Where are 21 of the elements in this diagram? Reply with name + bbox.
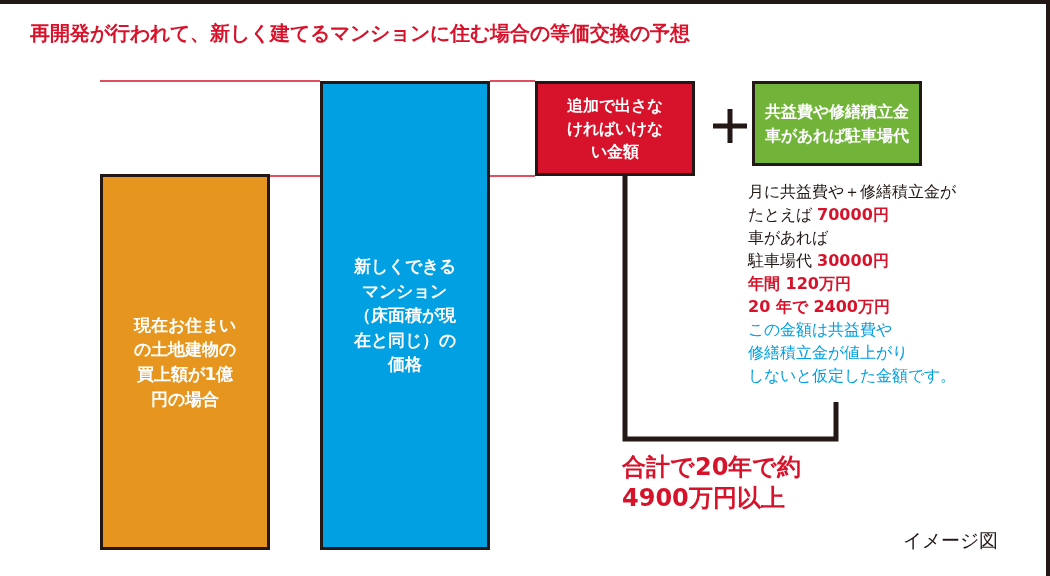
note-text: たとえば 70000円 — [748, 204, 890, 226]
diagram-title: 再開発が行われて、新しく建てるマンションに住む場合の等価交換の予想 — [30, 20, 690, 47]
value-box: 現在お住まいの土地建物の買上額が1億円の場合 — [100, 174, 270, 550]
value-box: 追加で出さなければいけない金額 — [535, 81, 695, 176]
note-text: しないと仮定した金額です。 — [748, 365, 956, 387]
note-text: 年間 120万円 — [748, 273, 852, 295]
level-line — [269, 175, 321, 177]
note-text: 20 年で 2400万円 — [748, 296, 891, 318]
image-note: イメージ図 — [903, 528, 998, 553]
total-text: 合計で20年で約4900万円以上 — [622, 452, 803, 515]
bracket-connector — [622, 176, 839, 442]
note-text: 車があれば — [748, 227, 829, 249]
note-text: 修繕積立金が値上がり — [748, 342, 909, 364]
note-text: この金額は共益費や — [748, 319, 893, 341]
note-text: 駐車場代 30000円 — [748, 250, 890, 272]
value-box: 新しくできるマンション（床面積が現在と同じ）の価格 — [320, 81, 490, 550]
note-text: 月に共益費や＋修繕積立金が — [748, 181, 956, 203]
level-line — [99, 80, 321, 82]
level-line — [489, 175, 536, 177]
level-line — [489, 80, 536, 82]
value-box: 共益費や修繕積立金車があれば駐車場代 — [752, 81, 922, 166]
